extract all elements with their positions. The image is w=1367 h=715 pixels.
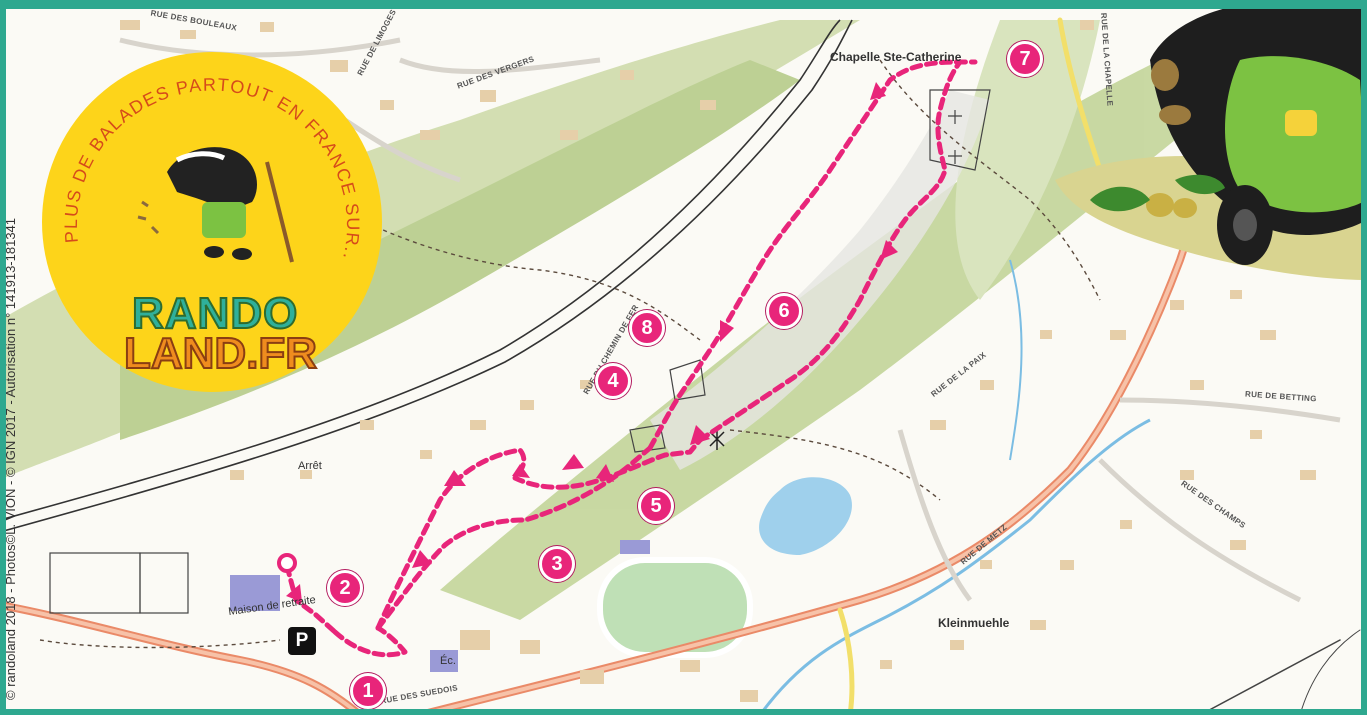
waypoint-badge-2[interactable]: 2 [327, 570, 363, 606]
minor-streets [119, 37, 1341, 603]
start-point-icon [277, 553, 297, 573]
hut-icon [629, 359, 706, 453]
place-label-kleinmuehle: Kleinmuehle [938, 616, 1010, 630]
special-buildings [230, 540, 650, 672]
waypoint-badge-6[interactable]: 6 [766, 293, 802, 329]
waypoint-badge-3[interactable]: 3 [539, 546, 575, 582]
footpaths [39, 59, 1101, 649]
water-features [758, 259, 1151, 715]
logo-brand-line1: RANDO [131, 289, 299, 338]
logo-tagline-arc: PLUS DE BALADES PARTOUT EN FRANCE SUR... [42, 52, 362, 263]
badger-logo-icon [137, 147, 294, 263]
sports-track [597, 557, 753, 658]
logo-brand-line2: LAND.FR [123, 329, 318, 378]
randoland-logo[interactable]: PLUS DE BALADES PARTOUT EN FRANCE SUR...… [42, 52, 382, 392]
copyright-text: © randoland 2018 - Photos©L. VION - © IG… [3, 217, 18, 700]
waypoint-badge-4[interactable]: 4 [595, 363, 631, 399]
railway [0, 19, 853, 533]
sports-fields [49, 552, 189, 614]
church-cross-icon [929, 89, 991, 171]
walking-route [284, 59, 978, 658]
place-label-ecole: Éc. [440, 655, 456, 667]
badger-mascot-icon [1055, 0, 1367, 280]
place-label-arret: Arrêt [298, 460, 322, 472]
waypoint-badge-7[interactable]: 7 [1007, 41, 1043, 77]
waypoint-badge-5[interactable]: 5 [638, 488, 674, 524]
waypoint-badge-8[interactable]: 8 [629, 310, 665, 346]
parking-icon: P [288, 627, 316, 655]
buildings [120, 20, 1316, 702]
place-label-chapelle: Chapelle Ste-Catherine [830, 50, 962, 64]
waypoint-badge-1[interactable]: 1 [350, 673, 386, 709]
direction-arrow-icon [286, 82, 898, 602]
cliff-shading [650, 90, 990, 470]
